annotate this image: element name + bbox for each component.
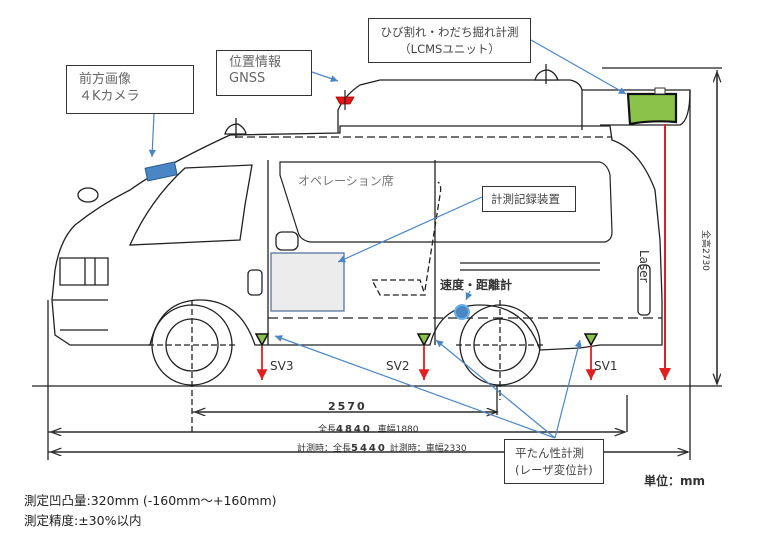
gnss-label: 位置情報 [229, 55, 282, 70]
camera-leader [148, 113, 156, 158]
measure-width-text: 計測時：車幅2330 [389, 444, 467, 454]
front-camera-sublabel: ４Kカメラ [79, 89, 140, 104]
speed-sensor [454, 304, 470, 320]
flatness-leader-sv2 [435, 339, 556, 439]
recorder-callout: 計測記録装置 [482, 186, 576, 212]
speed-leader [465, 290, 473, 301]
width-text: 車幅1880 [377, 425, 419, 435]
laser-label: Laser [637, 250, 651, 283]
measure-length-label: 計測時：全長5440 計測時：車幅2330 [297, 441, 467, 454]
recorder-label: 計測記録装置 [491, 192, 560, 206]
lcms-unit [626, 92, 678, 126]
flatness-leader-sv1 [554, 339, 582, 439]
measurement-accuracy-note: 測定精度:±30%以内 [24, 513, 142, 528]
sv2-sensor [416, 333, 432, 380]
lcms-callout: ひび割れ・わだち掘れ計測 （LCMSユニット） [368, 18, 531, 63]
recorder-box [270, 252, 345, 312]
front-window [128, 164, 253, 246]
gnss-leader [311, 71, 339, 83]
sv2-label: SV2 [386, 359, 410, 373]
sv1-label: SV1 [594, 359, 618, 373]
measurement-range-note: 測定凹凸量:320mm (-160mm〜+160mm) [24, 493, 277, 508]
lcms-label: ひび割れ・わだち掘れ計測 [380, 25, 519, 39]
flatness-label: 平たん性計測 [515, 446, 584, 460]
roof-pod [337, 79, 583, 133]
flatness-leader-sv3 [274, 335, 556, 439]
front-camera-callout: 前方画像 ４Kカメラ [66, 65, 194, 114]
sv1-sensor [583, 333, 599, 380]
wheelbase-label: 2570 [328, 400, 367, 413]
gnss-callout: 位置情報 GNSS [216, 50, 312, 96]
van-body-outline [51, 125, 663, 351]
flatness-sublabel: (レーザ変位計) [515, 463, 593, 477]
front-camera-label: 前方画像 [79, 72, 132, 87]
lcms-sublabel: （LCMSユニット） [399, 42, 500, 56]
length-value: 4840 [336, 424, 372, 435]
speed-distance-label: 速度・距離計 [440, 278, 513, 292]
operation-seat-label: オペレーション席 [298, 174, 394, 188]
total-height-label: 全高2730 [700, 230, 710, 271]
length-prefix: 全長 [318, 425, 337, 435]
unit-label: 単位：mm [644, 474, 706, 488]
sv3-sensor [254, 333, 270, 380]
lcms-leader [530, 39, 627, 95]
recorder-leader [337, 196, 483, 263]
length-label: 全長4840 車幅1880 [318, 422, 419, 435]
measure-length-prefix: 計測時：全長 [297, 444, 352, 454]
flatness-callout: 平たん性計測 (レーザ変位計) [504, 439, 604, 484]
sv3-label: SV3 [270, 359, 294, 373]
front-camera [144, 161, 178, 182]
gnss-sublabel: GNSS [229, 71, 266, 86]
side-window [279, 161, 613, 243]
operator-seat [370, 279, 426, 296]
measure-length-value: 5440 [351, 443, 387, 454]
